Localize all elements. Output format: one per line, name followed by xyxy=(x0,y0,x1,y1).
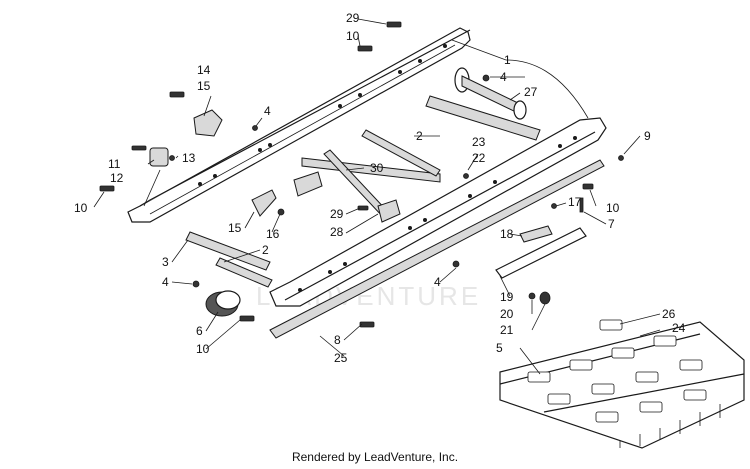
callout-16: 16 xyxy=(266,227,280,241)
callout-2: 2 xyxy=(262,243,269,257)
callout-2: 2 xyxy=(416,129,423,143)
callout-6: 10 xyxy=(196,342,210,356)
callout-30: 30 xyxy=(370,161,384,175)
callout-3: 3 xyxy=(162,255,169,269)
callout-21: 21 xyxy=(500,323,514,337)
callout-4: 4 xyxy=(434,275,441,289)
callout-29: 29 xyxy=(346,11,360,25)
callout-10: 10 xyxy=(74,201,88,215)
fasteners xyxy=(99,21,624,328)
callout-19: 19 xyxy=(500,290,514,304)
callout-24: 24 xyxy=(672,321,686,335)
bumper-11-13 xyxy=(149,147,169,167)
callout-20: 20 xyxy=(500,307,514,321)
left-rail xyxy=(127,27,471,223)
callout-26: 26 xyxy=(662,307,676,321)
callout-11: 11 xyxy=(108,157,121,171)
callout-13: 13 xyxy=(182,151,196,165)
callout-7: 7 xyxy=(608,217,615,231)
callout-25: 5 xyxy=(496,341,503,355)
callout-14: 14 xyxy=(197,63,211,77)
callout-4: 4 xyxy=(500,70,507,84)
track-section xyxy=(499,319,745,449)
footer-credit: Rendered by LeadVenture, Inc. xyxy=(291,450,459,464)
callout-10: 10 xyxy=(606,201,620,215)
callout-17: 17 xyxy=(568,195,582,209)
callout-18: 18 xyxy=(500,227,514,241)
callout-22: 22 xyxy=(472,151,486,165)
right-rail xyxy=(269,117,607,307)
cross-shafts xyxy=(185,95,541,288)
callout-4: 4 xyxy=(264,104,271,118)
front-axle xyxy=(454,67,527,120)
callout-27: 27 xyxy=(524,85,538,99)
wheel-5 xyxy=(205,290,241,317)
bracket-14-15 xyxy=(193,109,223,137)
callout-15: 15 xyxy=(228,221,242,235)
callout-4: 4 xyxy=(162,275,169,289)
callout-10: 8 xyxy=(334,333,341,347)
slide-right xyxy=(269,159,605,339)
callout-28: 28 xyxy=(330,225,344,239)
callout-1: 1 xyxy=(504,53,511,67)
wear-pad-18 xyxy=(519,225,553,243)
callout-10: 10 xyxy=(346,29,360,43)
leader-lines xyxy=(93,18,661,375)
slide-bracket-19 xyxy=(495,227,587,279)
callout-5: 6 xyxy=(196,324,203,338)
callouts: 29 10 1 4 27 14 15 4 2 9 23 22 11 13 12 … xyxy=(74,11,686,365)
callout-9: 9 xyxy=(644,129,651,143)
callout-15: 15 xyxy=(197,79,211,93)
bracket-29-28 xyxy=(293,171,401,223)
callout-23: 23 xyxy=(472,135,486,149)
callout-29: 29 xyxy=(330,207,344,221)
callout-12: 12 xyxy=(110,171,124,185)
bracket-15-16 xyxy=(251,189,277,217)
callout-8: 25 xyxy=(334,351,348,365)
